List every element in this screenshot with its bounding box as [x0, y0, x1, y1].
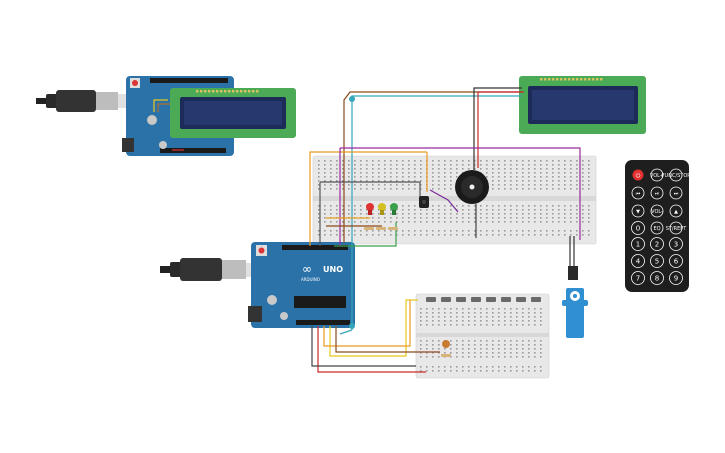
arduino-model-label: UNO: [323, 265, 343, 274]
digit-1-button[interactable]: [631, 237, 645, 251]
wire-teal-low: [339, 329, 353, 335]
digit-5-button[interactable]: [650, 254, 664, 268]
breadboard-main[interactable]: [312, 155, 597, 245]
vol-minus-button-label: VOL-: [651, 209, 663, 215]
down-arrow-icon-label: ▼: [636, 209, 640, 215]
eq-button-label: EQ: [653, 226, 660, 232]
lcd-display-left[interactable]: [170, 88, 296, 138]
wire-red-right: [477, 91, 524, 168]
digit-5-button-label: 5: [655, 258, 659, 266]
up-arrow-icon[interactable]: [669, 204, 683, 218]
led-green[interactable]: [390, 203, 398, 215]
ir-remote[interactable]: ⏻ VOL+FUNC/STOP ⏮ ⏯ ⏭ ▼ VOL- ▲ 0 EQ ST/REPT 1 2 3 4 5 6…: [625, 160, 690, 292]
wire-dark-low: [311, 326, 416, 367]
play-pause-icon[interactable]: [650, 186, 664, 200]
power-label: ⏻: [636, 173, 641, 180]
wire-purple: [340, 147, 581, 240]
digit-9-button-label: 9: [674, 275, 678, 283]
digit-0-button[interactable]: [631, 221, 645, 235]
wire-grey: [320, 181, 421, 198]
digit-3-button-label: 3: [674, 241, 678, 249]
push-button[interactable]: [471, 297, 481, 302]
func-stop-button-label: FUNC/STOP: [662, 173, 691, 179]
up-arrow-icon-label: ▲: [674, 209, 678, 215]
lcd-display-right[interactable]: [519, 76, 646, 134]
push-button[interactable]: [486, 297, 496, 302]
wire-lcd-left-2: [157, 103, 170, 112]
led-red[interactable]: [366, 203, 374, 215]
digit-7-button[interactable]: [631, 271, 645, 285]
digit-3-button[interactable]: [669, 237, 683, 251]
usb-cable-top: [36, 90, 132, 112]
arduino-board-main[interactable]: ∞ UNO ARDUINO: [248, 242, 355, 328]
led-yellow[interactable]: [378, 203, 386, 215]
micro-servo[interactable]: [562, 266, 588, 338]
push-button[interactable]: [426, 297, 436, 302]
vol-plus-button-label: VOL+: [650, 173, 664, 179]
digit-2-button[interactable]: [650, 237, 664, 251]
photoresistor[interactable]: [441, 340, 451, 357]
piezo-buzzer[interactable]: [455, 170, 489, 238]
ir-receiver[interactable]: [419, 196, 429, 208]
arduino-brand-label: ARDUINO: [301, 277, 320, 282]
prev-icon-label: ⏮: [636, 191, 641, 197]
power-icon[interactable]: [632, 169, 644, 181]
down-arrow-icon[interactable]: [631, 204, 645, 218]
wire-lcd-left-1: [153, 99, 168, 112]
push-button[interactable]: [501, 297, 511, 302]
play-pause-icon-label: ⏯: [655, 191, 659, 197]
push-button[interactable]: [456, 297, 466, 302]
func-stop-button[interactable]: [669, 168, 683, 182]
digit-6-button[interactable]: [669, 254, 683, 268]
st-rept-button[interactable]: [669, 221, 683, 235]
wire-brown-low: [335, 326, 440, 353]
next-icon[interactable]: [669, 186, 683, 200]
push-button[interactable]: [516, 297, 526, 302]
next-icon-label: ⏭: [674, 191, 679, 197]
wire-dark: [473, 87, 522, 170]
resistors: [364, 227, 398, 230]
wire-orange-low: [323, 300, 411, 347]
digit-4-button[interactable]: [631, 254, 645, 268]
usb-cable-main: [160, 258, 260, 281]
digit-4-button-label: 4: [636, 258, 641, 266]
arduino-infinity-logo: ∞: [302, 262, 312, 276]
eq-button[interactable]: [650, 221, 664, 235]
wire-buzzer: [429, 189, 459, 213]
push-button[interactable]: [531, 297, 541, 302]
prev-icon[interactable]: [631, 186, 645, 200]
digit-8-button-label: 8: [655, 275, 659, 283]
push-button[interactable]: [441, 297, 451, 302]
wire-red-low: [317, 326, 426, 373]
st-rept-button-label: ST/REPT: [666, 226, 688, 232]
digit-2-button-label: 2: [655, 241, 659, 249]
digit-9-button[interactable]: [669, 271, 683, 285]
vol-minus-button[interactable]: [650, 204, 664, 218]
breadboard-secondary[interactable]: [415, 293, 550, 379]
wires: [153, 87, 581, 373]
digit-7-button-label: 7: [636, 275, 640, 283]
digit-6-button-label: 6: [674, 258, 679, 266]
wire-orange: [309, 151, 427, 246]
vol-plus-button[interactable]: [650, 168, 664, 182]
digit-0-button-label: 0: [636, 225, 640, 233]
wire-brown: [343, 91, 522, 243]
digit-8-button[interactable]: [650, 271, 664, 285]
digit-1-button-label: 1: [636, 241, 640, 249]
